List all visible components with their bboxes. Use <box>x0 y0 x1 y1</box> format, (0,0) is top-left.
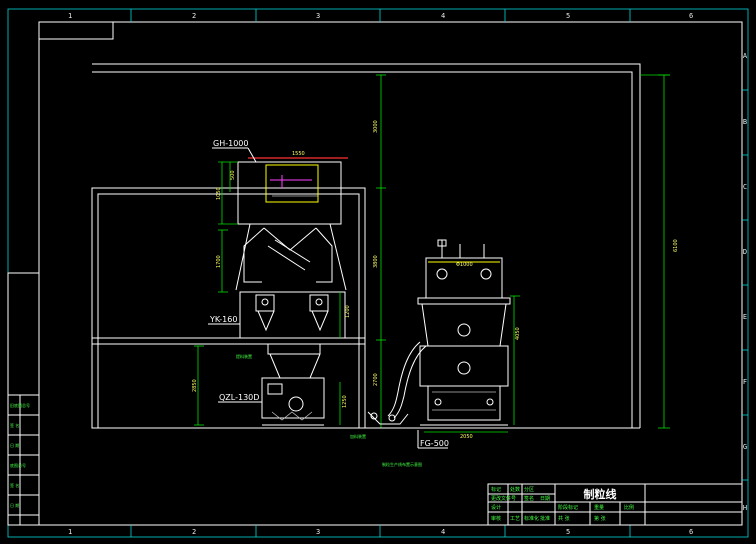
zone-labels-top: 1 2 3 4 5 6 <box>68 12 693 20</box>
side-cell-2: 签 名 <box>10 422 19 428</box>
side-cell-6: 日 期 <box>10 502 19 508</box>
tb-cell-standard: 标准化 <box>524 515 539 522</box>
zone-col-2: 2 <box>192 12 196 20</box>
title-block: 标记 处数 分区 更改文件号 签名 日期 阶段标记 重量 比例 设计 审核 工艺… <box>487 483 743 526</box>
zone-row-b: B <box>743 118 747 126</box>
side-cell-1: 旧底图总号 <box>10 402 30 408</box>
tb-cell-process: 工艺 <box>510 516 520 522</box>
zone-col-6-bottom: 6 <box>689 528 693 536</box>
tb-cell-mark: 标记 <box>491 486 501 493</box>
granulator-low-label: 1250 <box>342 395 348 408</box>
mixer-support: 1700 <box>216 223 347 293</box>
zone-col-5: 5 <box>566 12 570 20</box>
zone-col-2-bottom: 2 <box>192 528 196 536</box>
center-vertical-dims: 3000 3800 2700 <box>373 74 386 429</box>
side-cell-5: 签 名 <box>10 482 19 488</box>
stamp-box <box>38 21 114 40</box>
lifter-label: YK-160 <box>209 315 237 324</box>
tb-cell-changefile: 更改文件号 <box>491 495 516 502</box>
mixer-side-b-label: 1050 <box>216 187 222 200</box>
building-wall <box>92 63 641 428</box>
tb-cell-zone: 分区 <box>524 486 534 493</box>
tb-cell-sign: 签名 <box>524 495 534 502</box>
hopper-label: 提料装置 <box>236 353 252 359</box>
inner-frame <box>38 21 743 526</box>
zone-row-e: E <box>743 313 747 321</box>
granulator-label: QZL-130D <box>219 393 259 402</box>
side-table: 旧底图总号 签 名 日 期 底图总号 签 名 日 期 <box>7 272 40 526</box>
tb-cell-date: 日期 <box>540 496 550 502</box>
zone-row-h: H <box>743 504 747 512</box>
overall-height-dim: 6100 <box>640 74 679 429</box>
tb-cell-sheet: 第 张 <box>594 515 606 522</box>
zone-col-1: 1 <box>68 12 72 20</box>
dryer-fg500: Φ1000 4050 2050 FG-500 <box>417 239 521 449</box>
height-top-label: 3000 <box>373 120 379 133</box>
mixer-width-label: 1550 <box>292 151 305 157</box>
caption-label: 制粒生产线布置示意图 <box>382 461 422 467</box>
dryer-base-label: 2050 <box>460 434 473 440</box>
feeder-line: 加料装置 <box>350 341 427 439</box>
zone-col-4: 4 <box>441 12 445 20</box>
column-upper-label: 1700 <box>216 255 222 268</box>
tb-cell-total: 共 张 <box>558 515 570 522</box>
title-block-title: 制粒线 <box>584 487 617 501</box>
side-cell-3: 日 期 <box>10 442 19 448</box>
zone-row-g: G <box>743 443 747 451</box>
tb-cell-scale: 比例 <box>624 504 634 511</box>
zone-labels-right: A B C D E F G H <box>743 52 748 512</box>
zone-row-c: C <box>743 183 747 191</box>
tb-cell-design: 设计 <box>491 504 501 511</box>
granulator-qzl130d: 2850 1250 QZL-130D 提料装置 <box>192 343 348 426</box>
mixer-label: GH-1000 <box>213 139 248 148</box>
dryer-top-label: Φ1000 <box>456 262 473 268</box>
tb-cell-approve: 批准 <box>540 515 550 522</box>
outer-border <box>7 8 749 538</box>
lifter-yk160: 1200 YK-160 <box>208 291 351 339</box>
tb-cell-stage: 阶段标记 <box>558 504 578 511</box>
tb-cell-weight: 重量 <box>594 504 604 511</box>
granulator-total-label: 2850 <box>192 379 198 392</box>
zone-col-3-bottom: 3 <box>316 528 320 536</box>
zone-col-1-bottom: 1 <box>68 528 72 536</box>
tb-cell-review: 审核 <box>491 515 501 522</box>
zone-row-a: A <box>743 52 748 60</box>
side-cell-4: 底图总号 <box>10 462 26 468</box>
zone-col-3: 3 <box>316 12 320 20</box>
zone-col-4-bottom: 4 <box>441 528 445 536</box>
feeder-label: 加料装置 <box>350 433 366 439</box>
zone-col-6: 6 <box>689 12 693 20</box>
zone-labels-bottom: 1 2 3 4 5 6 <box>68 528 693 536</box>
dryer-label: FG-500 <box>420 439 449 448</box>
zone-row-f: F <box>743 378 747 386</box>
zone-row-d: D <box>743 248 747 256</box>
zone-ticks <box>130 9 748 537</box>
zone-col-5-bottom: 5 <box>566 528 570 536</box>
mixer-side-a-label: 500 <box>230 170 236 180</box>
tb-cell-count: 处数 <box>510 486 520 493</box>
mixer-gh1000: 1550 500 1050 GH-1000 <box>212 139 348 225</box>
height-low-label: 2700 <box>373 373 379 386</box>
height-mid-label: 3800 <box>373 255 379 268</box>
lifter-height-label: 1200 <box>345 305 351 318</box>
overall-height-label: 6100 <box>673 239 679 252</box>
dryer-height-label: 4050 <box>515 327 521 340</box>
